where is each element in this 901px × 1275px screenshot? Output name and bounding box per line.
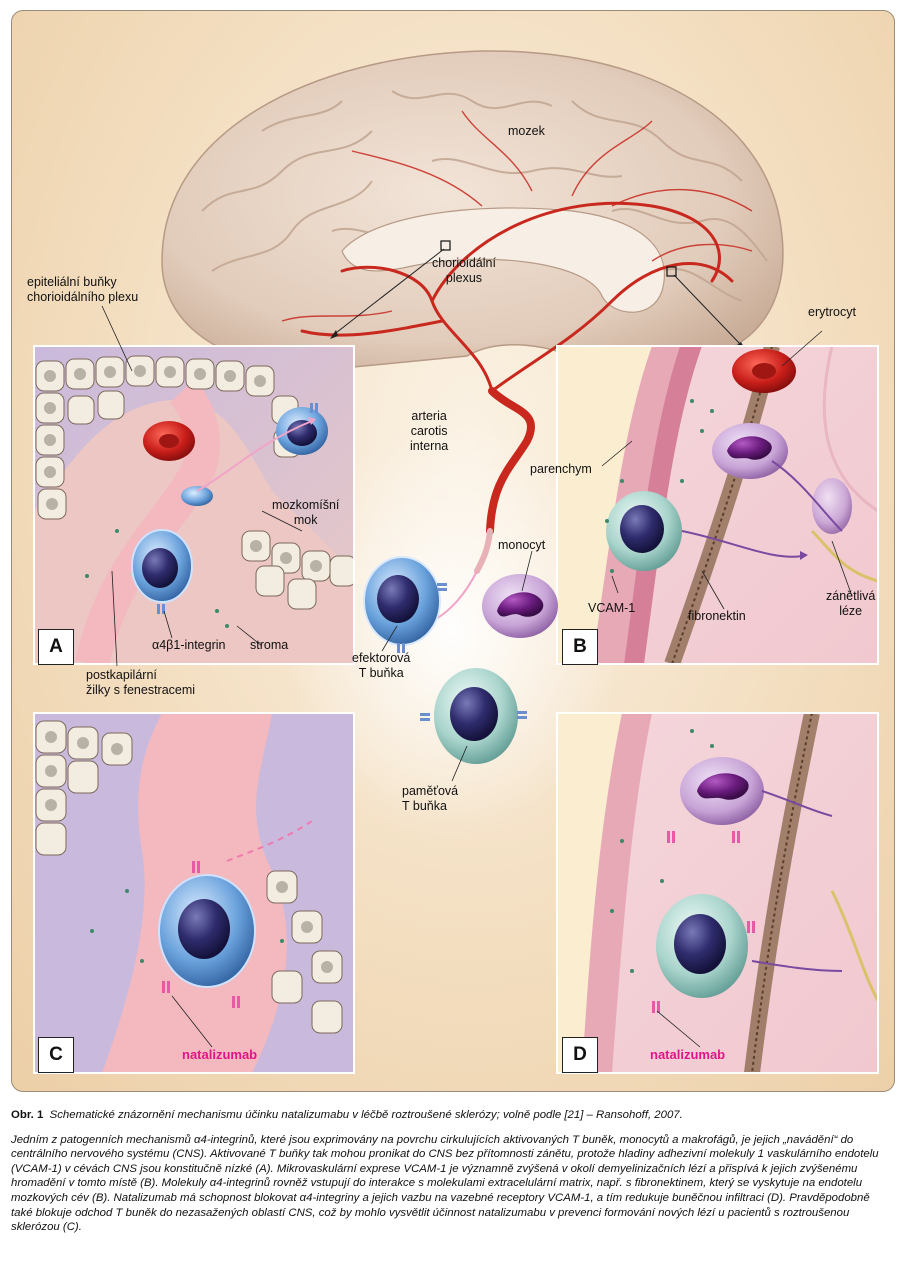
- leader-lines: [101, 305, 853, 1048]
- label-stroma: stroma: [250, 638, 289, 652]
- panel-d-illustration: [557, 713, 878, 1073]
- center-glow: [282, 421, 622, 841]
- label-epithelial-cells: epiteliální buňky chorioidálního plexu: [27, 275, 139, 304]
- label-brain: mozek: [508, 124, 545, 138]
- panel-b-illustration: [557, 346, 878, 664]
- label-memory-t: paměťová T buňka: [402, 784, 459, 813]
- panel-letter-b: B: [562, 629, 598, 665]
- panel-letter-a: A: [38, 629, 74, 665]
- label-csf: mozkomíšní mok: [272, 498, 340, 527]
- label-erythrocyte: erytrocyt: [808, 305, 856, 319]
- panel-a-illustration: [34, 346, 354, 664]
- label-fibronectin: fibronektin: [688, 609, 746, 623]
- panel-d-border: [556, 712, 879, 1074]
- label-parenchyma: parenchym: [530, 462, 592, 476]
- caption-body: Jedním z patogenních mechanismů α4-integ…: [11, 1133, 879, 1234]
- label-monocyte: monocyt: [498, 538, 546, 552]
- panel-c-illustration: [34, 713, 354, 1073]
- label-natalizumab-c: natalizumab: [182, 1047, 258, 1062]
- panel-c-border: [33, 712, 355, 1074]
- figure-illustration: [33, 50, 879, 1074]
- caption-title: Obr. 1 Schematické znázornění mechanismu…: [11, 1108, 891, 1123]
- label-choroid-plexus: chorioidální plexus: [432, 256, 496, 285]
- figure-caption: Obr. 1 Schematické znázornění mechanismu…: [11, 1108, 891, 1245]
- label-effector-t: efektorová T buňka: [352, 651, 411, 680]
- figure-frame: mozek chorioidální plexus epiteliální bu…: [11, 10, 895, 1092]
- label-natalizumab-d: natalizumab: [650, 1047, 726, 1062]
- brain-illustration: [161, 50, 784, 574]
- label-integrin: α4β1-integrin: [152, 638, 226, 652]
- label-venules: postkapilární žilky s fenestracemi: [86, 668, 196, 697]
- panel-a-border: [33, 345, 355, 665]
- panel-letter-c: C: [38, 1037, 74, 1073]
- label-lesion: zánětlivá léze: [826, 589, 876, 618]
- label-vcam: VCAM-1: [588, 601, 636, 615]
- center-cells: [363, 556, 558, 764]
- caption-title-text: Schematické znázornění mechanismu účinku…: [49, 1109, 683, 1121]
- label-artery: arteria carotis interna: [410, 409, 449, 453]
- panel-b-border: [556, 345, 879, 665]
- panel-letter-d: D: [562, 1037, 598, 1073]
- caption-title-label: Obr. 1: [11, 1109, 44, 1121]
